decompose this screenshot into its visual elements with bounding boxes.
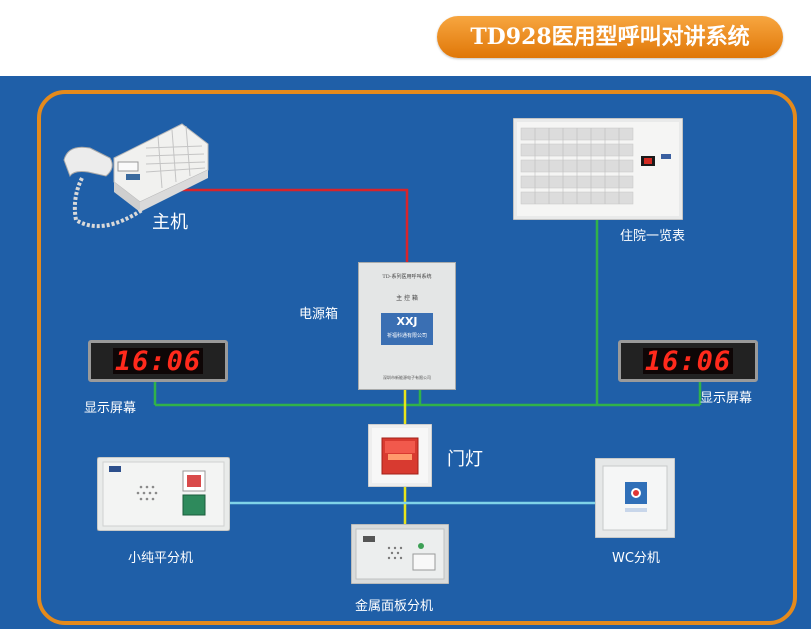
wc-unit-device[interactable] [594,457,676,539]
host-label: 主机 [152,212,188,233]
metal-unit-label: 金属面板分机 [355,599,434,614]
host-device[interactable] [62,100,210,240]
power-box-badge-text: 祈福科通有限公司 [386,333,427,339]
wc-call-button-icon [594,457,676,539]
wire-host-to-power [170,188,409,262]
power-box-bottom-text: 深圳市新能源电子有限公司 [383,375,431,380]
desk-phone-console-icon [63,100,209,228]
left-display[interactable]: 16:06 [88,340,228,382]
power-box-device[interactable]: TD-系列医用呼叫系统 主 控 箱 XXJ 祈福科通有限公司 深圳市新能源电子有… [358,262,456,390]
power-box-logo-text: XXJ [396,315,418,328]
right-display[interactable]: 16:06 [618,340,758,382]
system-title: TD928医用型呼叫对讲系统 [437,16,783,58]
door-light-device[interactable] [367,423,433,488]
ward-board-label: 住院一览表 [620,229,686,244]
wc-unit-label: WC分机 [612,551,660,566]
bedside-unit-icon [96,456,231,532]
door-lamp-icon [367,423,433,488]
left-display-time: 16:06 [113,346,203,377]
header-area: TD928医用型呼叫对讲系统 [0,0,811,76]
left-display-label: 显示屏幕 [84,401,137,416]
bed-unit-label: 小纯平分机 [128,551,194,566]
right-display-time: 16:06 [643,346,733,377]
system-frame [37,90,797,625]
power-box-sub-text: 主 控 箱 [396,295,418,302]
power-box-logo: XXJ 祈福科通有限公司 [381,313,433,345]
ward-overview-board-icon [512,117,684,221]
power-box-top-text: TD-系列医用呼叫系统 [382,274,432,280]
right-display-label: 显示屏幕 [700,391,753,406]
metal-panel-unit-icon [350,523,450,585]
door-light-label: 门灯 [447,449,483,470]
metal-unit-device[interactable] [350,523,450,585]
ward-board-device[interactable] [512,117,684,221]
power-box-label: 电源箱 [299,307,339,322]
bed-unit-device[interactable] [96,456,231,532]
